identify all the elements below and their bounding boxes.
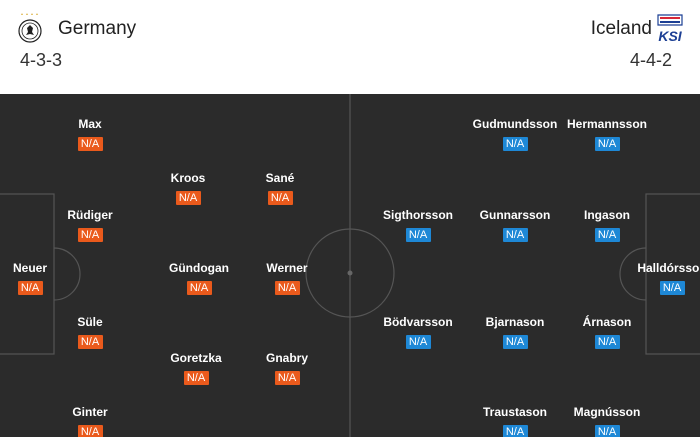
player-home-gundogan[interactable]: Gündogan N/A <box>144 261 254 296</box>
player-home-sule[interactable]: Süle N/A <box>35 315 145 350</box>
player-name: Traustason <box>482 405 548 419</box>
rating-badge: N/A <box>77 228 103 242</box>
player-name: Magnússon <box>573 405 641 419</box>
player-name: Gunnarsson <box>479 208 551 222</box>
rating-badge: N/A <box>17 281 43 295</box>
rating-badge: N/A <box>502 137 528 151</box>
ksi-crest-text: KSI <box>658 28 682 44</box>
rating-badge: N/A <box>594 228 620 242</box>
rating-badge: N/A <box>175 191 201 205</box>
player-name: Ingason <box>583 208 630 222</box>
player-name: Árnason <box>582 315 632 329</box>
player-name: Süle <box>77 315 103 329</box>
home-formation: 4-3-3 <box>20 50 63 70</box>
player-away-sigthorsson[interactable]: Sigthorsson N/A <box>363 208 473 243</box>
rating-badge: N/A <box>77 425 103 437</box>
rating-badge: N/A <box>77 137 103 151</box>
rating-badge: N/A <box>659 281 685 295</box>
player-home-max[interactable]: Max N/A <box>35 117 145 152</box>
rating-badge: N/A <box>77 335 103 349</box>
rating-badge: N/A <box>183 371 209 385</box>
player-home-gnabry[interactable]: Gnabry N/A <box>232 351 342 386</box>
lineup-header: Germany 4-3-3 Iceland 4-4-2 KSI <box>0 0 700 94</box>
player-name: Kroos <box>170 171 206 185</box>
player-name: Werner <box>266 261 308 275</box>
pitch-markings <box>0 94 700 437</box>
player-name: Halldórsson <box>637 261 700 275</box>
player-name: Ginter <box>72 405 108 419</box>
player-home-werner[interactable]: Werner N/A <box>232 261 342 296</box>
player-away-ingason[interactable]: Ingason N/A <box>552 208 662 243</box>
player-name: Gnabry <box>265 351 308 365</box>
rating-badge: N/A <box>274 281 300 295</box>
rating-badge: N/A <box>594 137 620 151</box>
player-home-rudiger[interactable]: Rüdiger N/A <box>35 208 145 243</box>
player-away-traustason[interactable]: Traustason N/A <box>460 405 570 437</box>
player-name: Gündogan <box>169 261 229 275</box>
player-name: Bödvarsson <box>383 315 453 329</box>
rating-badge: N/A <box>502 335 528 349</box>
rating-badge: N/A <box>405 335 431 349</box>
player-home-sane[interactable]: Sané N/A <box>225 171 335 206</box>
player-name: Neuer <box>12 261 47 275</box>
player-name: Goretzka <box>170 351 222 365</box>
rating-badge: N/A <box>186 281 212 295</box>
away-team-name[interactable]: Iceland <box>590 18 652 39</box>
player-name: Gudmundsson <box>472 117 558 131</box>
player-home-neuer[interactable]: Neuer N/A <box>0 261 85 296</box>
player-away-arnason[interactable]: Árnason N/A <box>552 315 662 350</box>
player-away-gunnarsson[interactable]: Gunnarsson N/A <box>460 208 570 243</box>
rating-badge: N/A <box>502 228 528 242</box>
ksi-crest-icon: KSI <box>657 14 683 44</box>
player-name: Sané <box>265 171 295 185</box>
rating-badge: N/A <box>405 228 431 242</box>
player-away-magnusson[interactable]: Magnússon N/A <box>552 405 662 437</box>
player-away-bodvarsson[interactable]: Bödvarsson N/A <box>363 315 473 350</box>
player-away-halldorsson[interactable]: Halldórsson N/A <box>617 261 700 296</box>
player-name: Sigthorsson <box>382 208 453 222</box>
player-away-bjarnason[interactable]: Bjarnason N/A <box>460 315 570 350</box>
rating-badge: N/A <box>502 425 528 437</box>
pitch: Max N/A Rüdiger N/A Neuer N/A Süle N/A G… <box>0 94 700 437</box>
player-away-gudmundsson[interactable]: Gudmundsson N/A <box>460 117 570 152</box>
home-team-name[interactable]: Germany <box>58 18 137 39</box>
player-home-ginter[interactable]: Ginter N/A <box>35 405 145 437</box>
player-name: Max <box>78 117 102 131</box>
germany-crest-icon <box>18 13 42 43</box>
player-home-goretzka[interactable]: Goretzka N/A <box>141 351 251 386</box>
rating-badge: N/A <box>274 371 300 385</box>
player-name: Hermannsson <box>566 117 648 131</box>
player-home-kroos[interactable]: Kroos N/A <box>133 171 243 206</box>
player-name: Bjarnason <box>485 315 545 329</box>
away-formation: 4-4-2 <box>629 50 672 70</box>
rating-badge: N/A <box>594 425 620 437</box>
rating-badge: N/A <box>594 335 620 349</box>
player-away-hermannsson[interactable]: Hermannsson N/A <box>552 117 662 152</box>
rating-badge: N/A <box>267 191 293 205</box>
player-name: Rüdiger <box>67 208 113 222</box>
